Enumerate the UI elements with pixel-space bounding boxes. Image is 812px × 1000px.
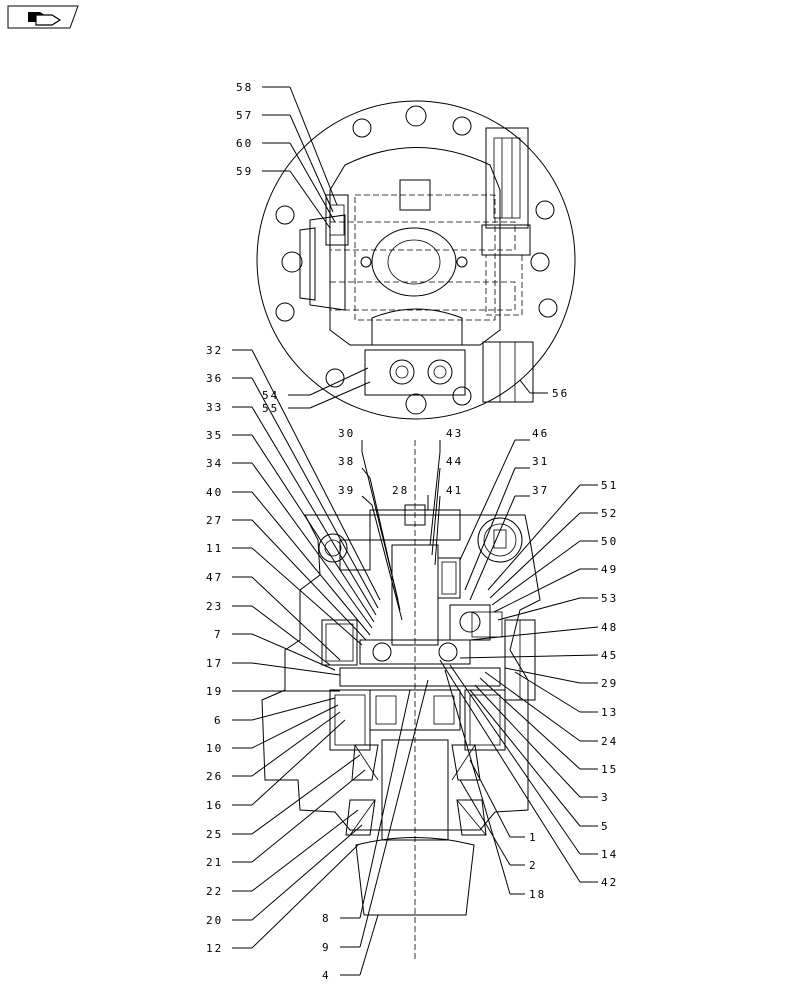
top-view-flange [256, 100, 576, 420]
callout-5: 5 [601, 820, 610, 833]
callout-32: 32 [206, 344, 223, 357]
callout-41: 41 [446, 484, 463, 497]
section-leaders-left [232, 349, 429, 976]
callout-23: 23 [206, 600, 223, 613]
callout-25: 25 [206, 828, 223, 841]
callout-19: 19 [206, 685, 223, 698]
callout-15: 15 [601, 763, 618, 776]
callout-10: 10 [206, 742, 223, 755]
cross-section-view [261, 440, 541, 960]
callout-34: 34 [206, 457, 223, 470]
callout-22: 22 [206, 885, 223, 898]
callout-3: 3 [601, 791, 610, 804]
callout-48: 48 [601, 621, 618, 634]
callout-57: 57 [236, 109, 253, 122]
callout-40: 40 [206, 486, 223, 499]
callout-4: 4 [322, 969, 331, 982]
callout-37: 37 [532, 484, 549, 497]
callout-53: 53 [601, 592, 618, 605]
callout-45: 45 [601, 649, 618, 662]
callout-18: 18 [529, 888, 546, 901]
callout-44: 44 [446, 455, 463, 468]
callout-14: 14 [601, 848, 618, 861]
back-navigation-icon[interactable] [7, 5, 79, 29]
callout-47: 47 [206, 571, 223, 584]
callout-26: 26 [206, 770, 223, 783]
section-leaders-right [361, 439, 599, 895]
callout-49: 49 [601, 563, 618, 576]
callout-39: 39 [338, 484, 355, 497]
callout-58: 58 [236, 81, 253, 94]
callout-46: 46 [532, 427, 549, 440]
callout-43: 43 [446, 427, 463, 440]
callout-24: 24 [601, 735, 618, 748]
callout-13: 13 [601, 706, 618, 719]
callout-16: 16 [206, 799, 223, 812]
callout-8: 8 [322, 912, 331, 925]
callout-51: 51 [601, 479, 618, 492]
callout-30: 30 [338, 427, 355, 440]
callout-17: 17 [206, 657, 223, 670]
top-view-leaders [262, 86, 548, 409]
callout-33: 33 [206, 401, 223, 414]
callout-20: 20 [206, 914, 223, 927]
callout-50: 50 [601, 535, 618, 548]
callout-2: 2 [529, 859, 538, 872]
callout-36: 36 [206, 372, 223, 385]
callout-35: 35 [206, 429, 223, 442]
callout-56: 56 [552, 387, 569, 400]
callout-27: 27 [206, 514, 223, 527]
callout-52: 52 [601, 507, 618, 520]
callout-1: 1 [529, 831, 538, 844]
callout-12: 12 [206, 942, 223, 955]
callout-9: 9 [322, 941, 331, 954]
callout-54: 54 [262, 389, 279, 402]
callout-21: 21 [206, 856, 223, 869]
callout-42: 42 [601, 876, 618, 889]
callout-labels: 58 57 60 59 54 55 56 32 36 33 35 34 40 2… [206, 81, 618, 982]
callout-60: 60 [236, 137, 253, 150]
callout-6: 6 [214, 714, 223, 727]
callout-55: 55 [262, 402, 279, 415]
callout-38: 38 [338, 455, 355, 468]
callout-28: 28 [392, 484, 409, 497]
callout-31: 31 [532, 455, 549, 468]
callout-11: 11 [206, 542, 223, 555]
callout-59: 59 [236, 165, 253, 178]
callout-29: 29 [601, 677, 618, 690]
callout-7: 7 [214, 628, 223, 641]
